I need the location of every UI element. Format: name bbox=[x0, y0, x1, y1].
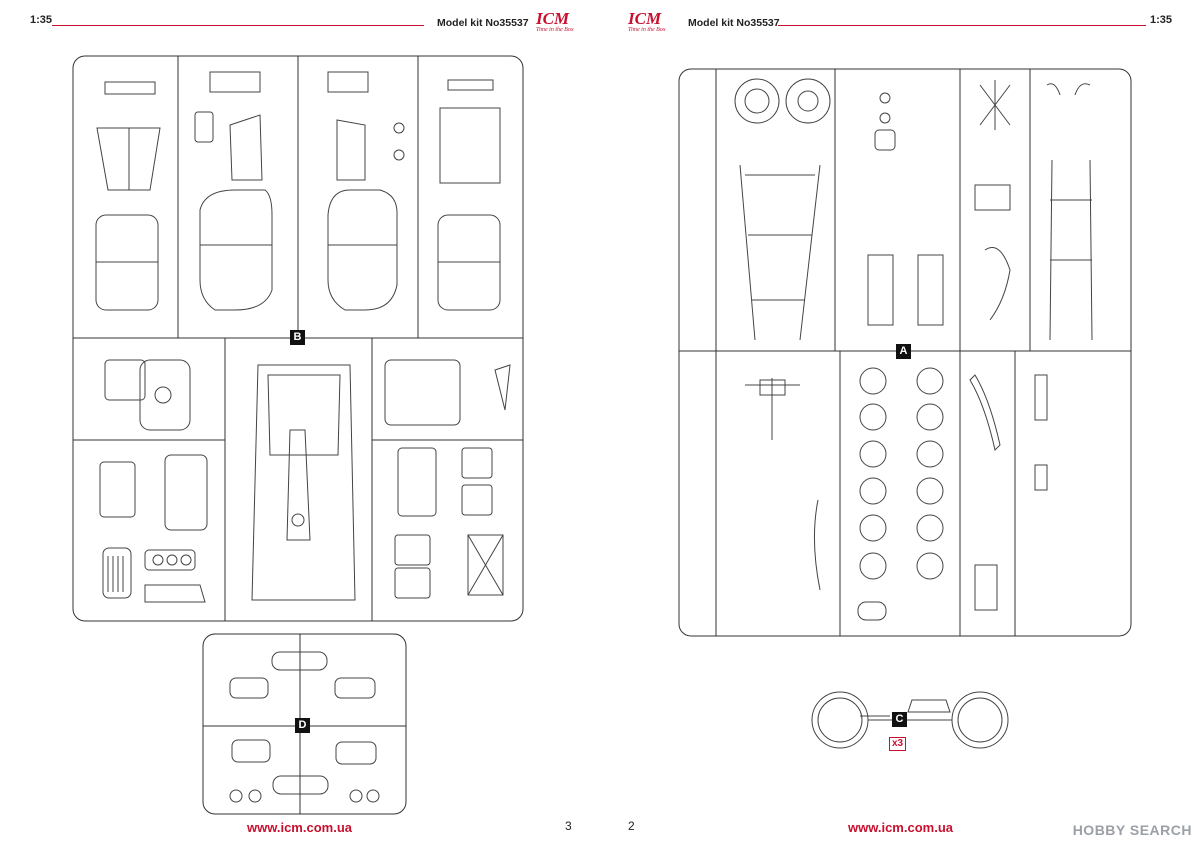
watermark: HOBBY SEARCH bbox=[1072, 822, 1192, 838]
logo-text: ICM bbox=[628, 9, 662, 28]
sprue-label-a: A bbox=[896, 344, 911, 359]
logo-text: ICM bbox=[536, 9, 570, 28]
left-kit-label: Model kit No35537 bbox=[437, 17, 529, 29]
logo-tagline: Time in the Box bbox=[536, 27, 574, 33]
sprue-label-c: C bbox=[892, 712, 907, 727]
left-scale: 1:35 bbox=[30, 14, 53, 26]
sprue-label-b: B bbox=[290, 330, 305, 345]
right-icm-logo: ICM Time in the Box bbox=[628, 10, 666, 33]
left-page-number: 3 bbox=[565, 819, 572, 833]
sprue-b-parts bbox=[95, 71, 511, 603]
right-page-number: 2 bbox=[628, 819, 635, 833]
right-footer-url[interactable]: www.icm.com.ua bbox=[848, 820, 953, 835]
logo-tagline: Time in the Box bbox=[628, 27, 666, 33]
quantity-badge: x3 bbox=[889, 737, 907, 751]
sprue-label-d: D bbox=[295, 718, 310, 733]
sprue-c-parts bbox=[811, 691, 1009, 749]
left-icm-logo: ICM Time in the Box bbox=[536, 10, 574, 33]
sprue-d-parts bbox=[229, 651, 380, 803]
right-scale: 1:35 bbox=[1150, 14, 1173, 26]
right-kit-label: Model kit No35537 bbox=[688, 17, 780, 29]
sprue-a-parts bbox=[734, 78, 1093, 621]
left-header-rule bbox=[52, 25, 424, 26]
left-footer-url[interactable]: www.icm.com.ua bbox=[247, 820, 352, 835]
right-header-rule bbox=[778, 25, 1146, 26]
